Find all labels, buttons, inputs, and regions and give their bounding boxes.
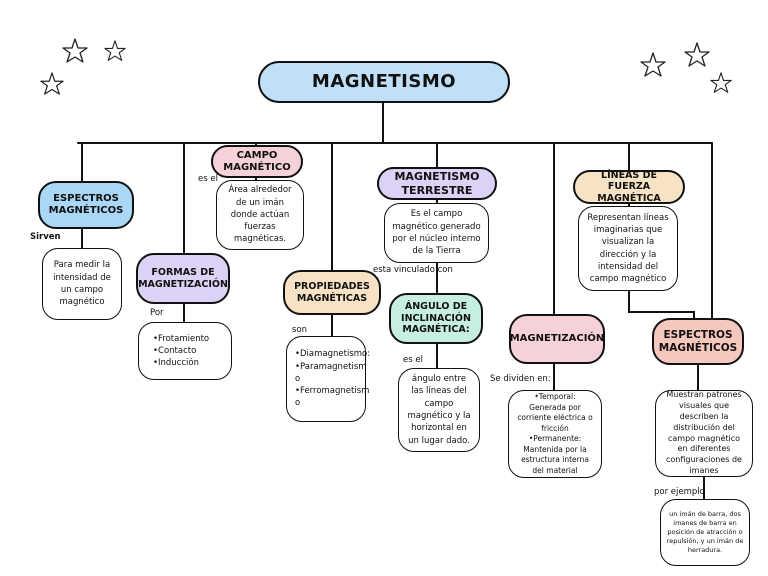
- connector-vinculado: esta vinculado con: [373, 265, 453, 275]
- campo-magnetico-description: Área alrededor de un imán donde actúan f…: [216, 180, 304, 250]
- connector-dividen: Se dividen en:: [490, 374, 551, 384]
- star-icon: [62, 38, 88, 63]
- lineas-fuerza-node: LÍNEAS DE FUERZA MAGNÉTICA: [573, 170, 685, 204]
- angulo-inclinacion-node: ÁNGULO DE INCLINACIÓN MAGNÉTICA:: [389, 293, 483, 344]
- star-icon: [684, 42, 710, 67]
- formas-magnetizacion-node: FORMAS DE MAGNETIZACIÓN: [136, 253, 230, 304]
- espectros-magneticos-right-description: Muestran patrones visuales que describen…: [655, 390, 753, 477]
- formas-magnetizacion-label: FORMAS DE MAGNETIZACIÓN: [138, 267, 228, 290]
- connector-por: Por: [150, 308, 164, 318]
- formas-magnetizacion-list: •Frotamiento •Contacto •Inducción: [138, 322, 232, 380]
- espectros-magneticos-right-node: ESPECTROS MAGNÉTICOS: [652, 318, 744, 365]
- espectros-magneticos-description: Para medir la intensidad de un campo mag…: [42, 248, 122, 320]
- espectros-magneticos-node: ESPECTROS MAGNÉTICOS: [38, 181, 134, 229]
- campo-magnetico-node: CAMPO MAGNÉTICO: [211, 145, 303, 178]
- connector-es-el-campo: es el: [198, 174, 218, 184]
- espectros-magneticos-right-label: ESPECTROS MAGNÉTICOS: [658, 328, 738, 354]
- main-topic-title: MAGNETISMO: [311, 71, 457, 93]
- main-topic-node: MAGNETISMO: [258, 61, 510, 103]
- propiedades-magneticas-label: PROPIEDADES MAGNÉTICAS: [294, 281, 370, 304]
- magnetizacion-label: MAGNETIZACIÓN: [509, 333, 605, 344]
- magnetizacion-list: •Temporal: Generada por corriente eléctr…: [508, 390, 602, 478]
- connector-es-el-angulo: es el: [403, 355, 423, 365]
- lineas-fuerza-description: Representan líneas imaginarias que visua…: [578, 206, 678, 291]
- angulo-inclinacion-label: ÁNGULO DE INCLINACIÓN MAGNÉTICA:: [401, 301, 471, 336]
- magnetizacion-node: MAGNETIZACIÓN: [509, 314, 605, 364]
- connector-sirven: Sirven: [30, 232, 61, 242]
- magnetismo-terrestre-node: MAGNETISMO TERRESTRE: [377, 167, 497, 200]
- angulo-inclinacion-description: ángulo entre las líneas del campo magnét…: [398, 368, 480, 452]
- connector-son: son: [292, 325, 308, 335]
- star-icon: [710, 72, 732, 93]
- magnetismo-terrestre-label: MAGNETISMO TERRESTRE: [394, 170, 480, 197]
- magnetismo-terrestre-description: Es el campo magnético generado por el nú…: [384, 203, 489, 263]
- propiedades-magneticas-list: •Diamagnetismo: •Paramagnetism o •Ferrom…: [286, 336, 370, 422]
- connector-por-ejemplo: por ejemplo: [654, 487, 705, 497]
- campo-magnetico-label: CAMPO MAGNÉTICO: [223, 149, 291, 173]
- ejemplo-description: un imán de barra, dos imanes de barra en…: [660, 499, 750, 566]
- lineas-fuerza-label: LÍNEAS DE FUERZA MAGNÉTICA: [597, 169, 661, 204]
- star-icon: [40, 72, 64, 95]
- espectros-magneticos-label: ESPECTROS MAGNÉTICOS: [48, 193, 124, 216]
- star-icon: [104, 40, 126, 61]
- propiedades-magneticas-node: PROPIEDADES MAGNÉTICAS: [283, 270, 381, 315]
- star-icon: [640, 52, 666, 77]
